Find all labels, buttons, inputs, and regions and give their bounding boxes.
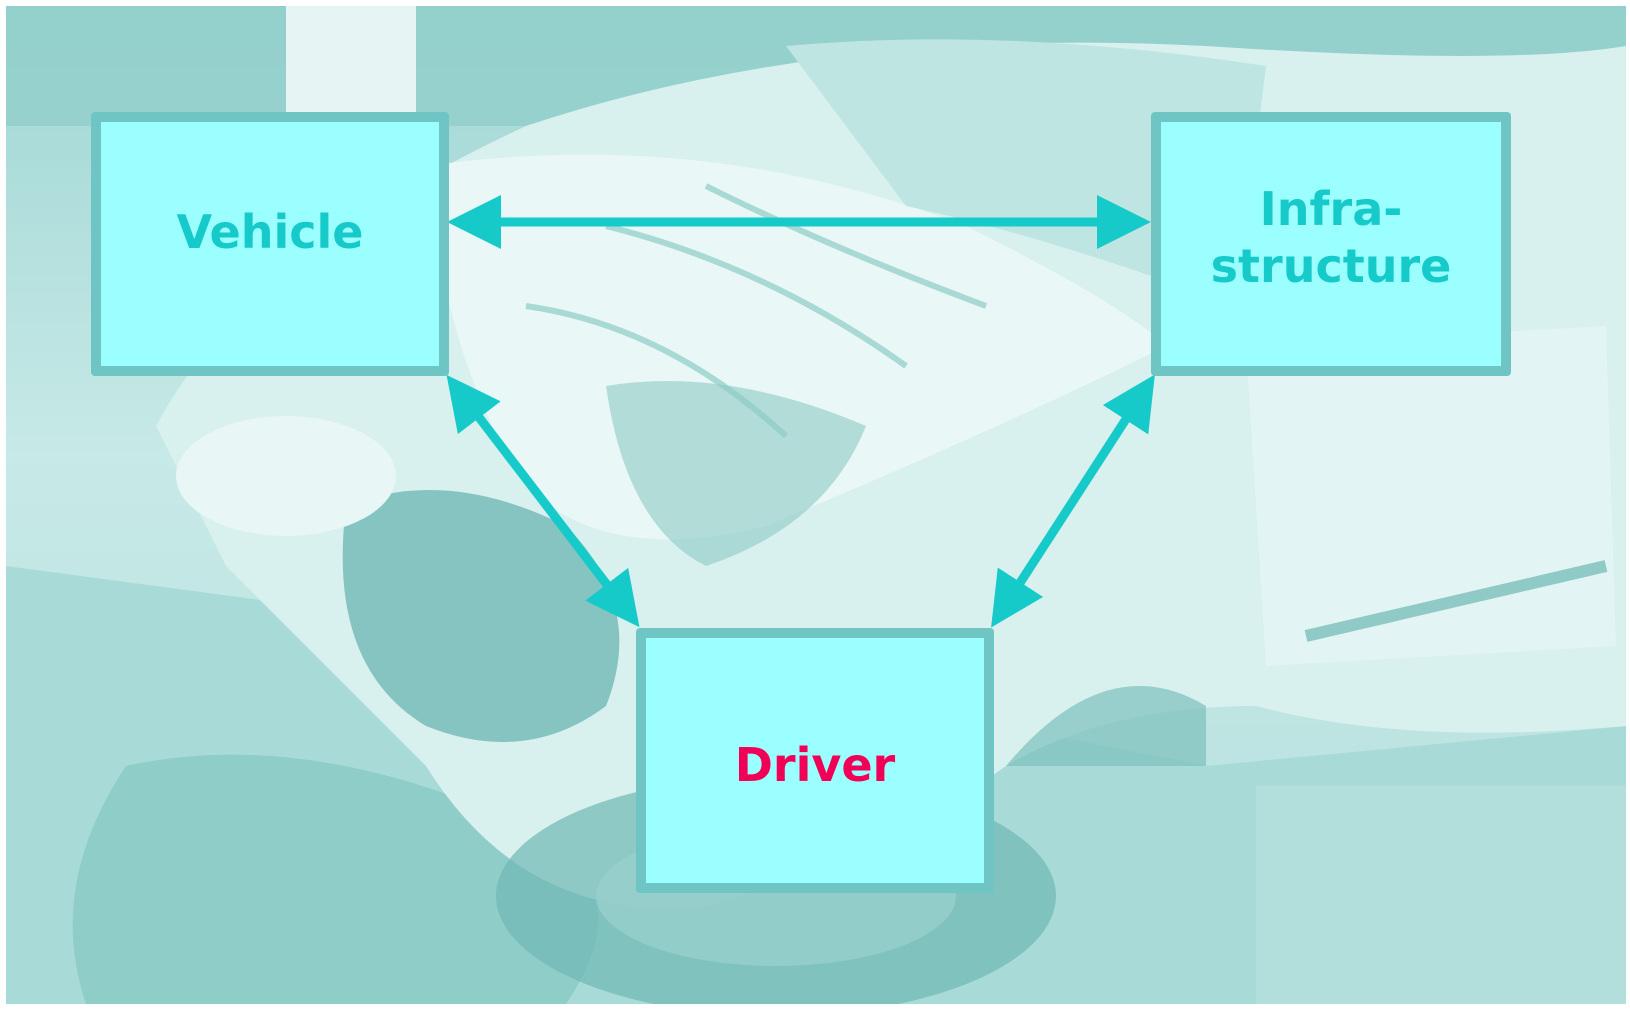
node-infrastructure: Infra- structure [1151,112,1511,376]
node-vehicle-label: Vehicle [176,205,364,260]
node-infrastructure-label: Infra- structure [1210,181,1452,294]
node-driver: Driver [636,628,994,893]
node-vehicle: Vehicle [91,112,449,376]
node-driver-label: Driver [734,737,896,792]
